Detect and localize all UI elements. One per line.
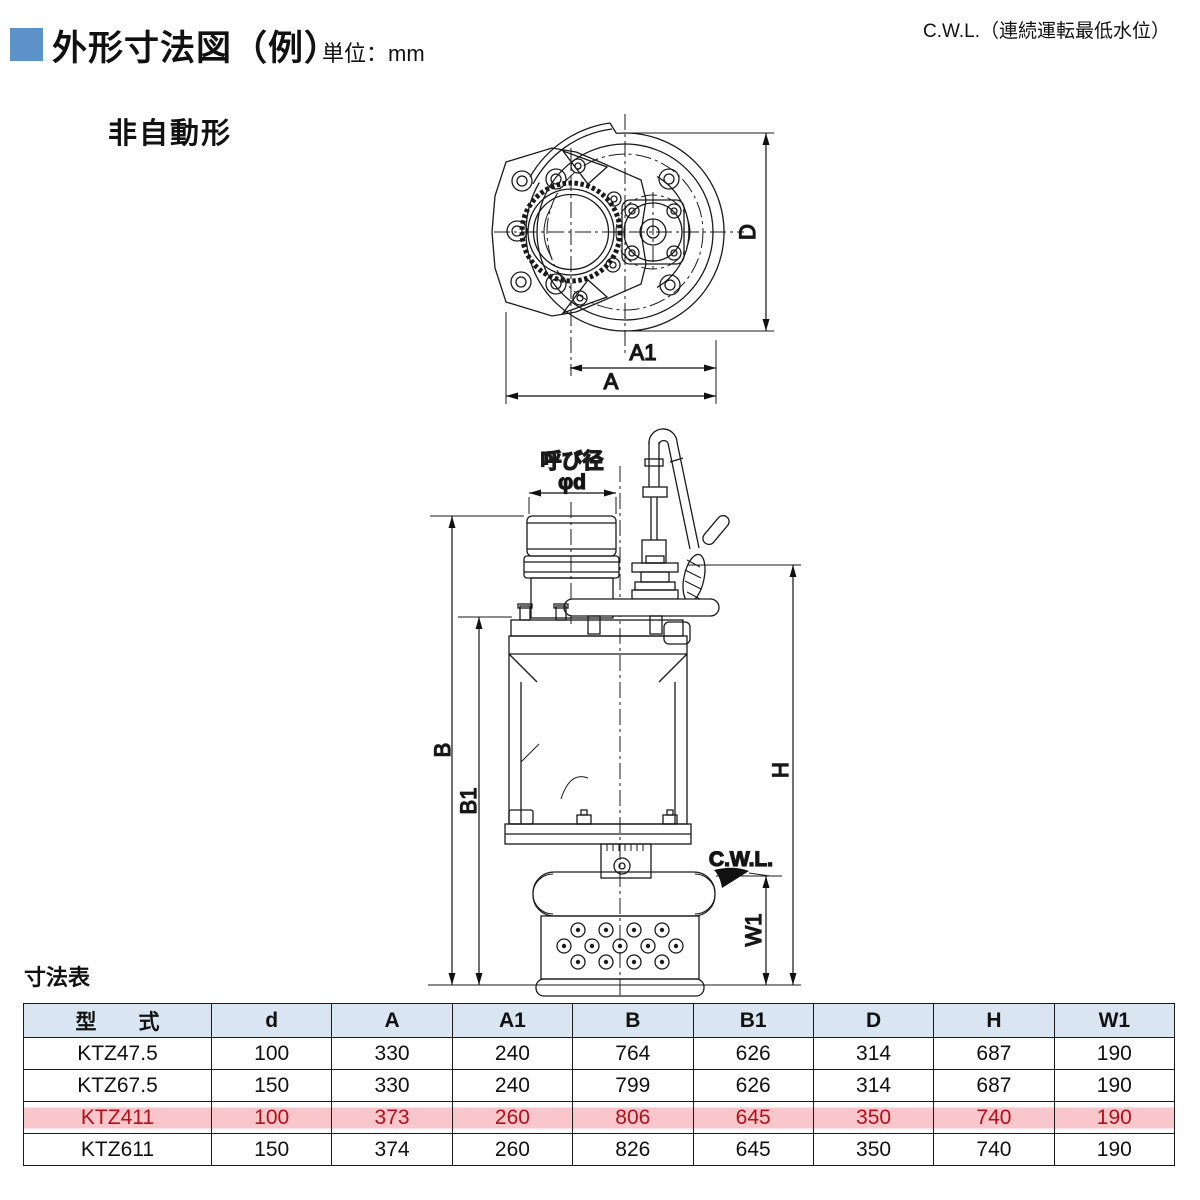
- dimension-table: 型 式 d A A1 B B1 D H W1 KTZ47.5 100 330 2…: [23, 1003, 1176, 1166]
- bore-dia-label: φd: [558, 471, 586, 494]
- page-title: 外形寸法図（例）: [52, 29, 341, 68]
- cwl-note: C.W.L.（連続運転最低水位）: [922, 21, 1170, 42]
- cell: 314: [812, 1069, 935, 1102]
- cell-model: KTZ611: [23, 1133, 212, 1166]
- cell: 190: [1053, 1037, 1176, 1070]
- cell: 150: [210, 1133, 333, 1166]
- cwl-label: C.W.L.: [709, 848, 773, 871]
- cell: 764: [572, 1037, 694, 1070]
- col-header-model: 型 式: [23, 1003, 212, 1038]
- cell: 740: [933, 1101, 1055, 1134]
- col-header-h: H: [933, 1003, 1055, 1038]
- cell: 330: [331, 1037, 453, 1070]
- cell: 190: [1053, 1133, 1176, 1166]
- cell: 100: [210, 1101, 333, 1134]
- col-header-dd: D: [812, 1003, 935, 1038]
- bore-label: 呼び径: [541, 449, 604, 473]
- table-header-row: 型 式 d A A1 B B1 D H W1: [23, 1003, 1176, 1038]
- cell: 826: [572, 1133, 694, 1166]
- cell: 190: [1053, 1069, 1176, 1102]
- cell-model: KTZ67.5: [23, 1069, 212, 1102]
- cell: 806: [572, 1101, 694, 1134]
- cell: 373: [331, 1101, 453, 1134]
- col-header-b: B: [572, 1003, 694, 1038]
- cell: 350: [812, 1101, 935, 1134]
- cell: 687: [933, 1037, 1055, 1070]
- technical-drawing: D A1 A: [428, 114, 801, 998]
- variant-label: 非自動形: [108, 118, 233, 150]
- cell-model: KTZ411: [23, 1101, 212, 1134]
- cwl-marker-icon: [714, 867, 749, 888]
- cell: 260: [451, 1133, 574, 1166]
- cell: 330: [331, 1069, 453, 1102]
- col-header-a1: A1: [451, 1003, 574, 1038]
- dim-label-a: A: [604, 369, 619, 394]
- cell: 740: [933, 1133, 1055, 1166]
- cell: 645: [692, 1101, 814, 1134]
- cell: 100: [210, 1037, 333, 1070]
- table-row-ktz47-5: KTZ47.5 100 330 240 764 626 314 687 190: [23, 1037, 1176, 1070]
- accent-square-icon: [10, 28, 43, 61]
- dim-label-h: H: [768, 762, 793, 778]
- cell: 314: [812, 1037, 935, 1070]
- col-header-b1: B1: [692, 1003, 814, 1038]
- pump-top-view: D A1 A: [491, 114, 774, 404]
- table-row-ktz67-5: KTZ67.5 150 330 240 799 626 314 687 190: [23, 1069, 1176, 1102]
- dim-label-a1: A1: [630, 340, 657, 365]
- dim-label-b1: B1: [456, 788, 481, 815]
- col-header-d: d: [210, 1003, 333, 1038]
- dim-label-w1: W1: [741, 914, 766, 947]
- cell: 626: [692, 1037, 814, 1070]
- table-row-ktz611: KTZ611 150 374 260 826 645 350 740 190: [23, 1133, 1176, 1166]
- cell: 626: [692, 1069, 814, 1102]
- table-caption: 寸法表: [24, 965, 91, 990]
- cell: 645: [692, 1133, 814, 1166]
- cell: 687: [933, 1069, 1055, 1102]
- unit-label: 単位：mm: [322, 41, 425, 66]
- cell: 240: [451, 1069, 574, 1102]
- cell: 190: [1053, 1101, 1176, 1134]
- dim-label-d: D: [735, 224, 760, 240]
- col-header-a: A: [331, 1003, 453, 1038]
- col-header-w1: W1: [1053, 1003, 1176, 1038]
- dim-label-b: B: [430, 743, 455, 758]
- cell: 374: [331, 1133, 453, 1166]
- cell: 150: [210, 1069, 333, 1102]
- cell-model: KTZ47.5: [23, 1037, 212, 1070]
- table-row-ktz411-highlighted: KTZ411 100 373 260 806 645 350 740 190: [23, 1101, 1176, 1134]
- pump-side-view: 呼び径 φd B B1 H W1 C.W.L.: [428, 428, 801, 998]
- cell: 240: [451, 1037, 574, 1070]
- cell: 799: [572, 1069, 694, 1102]
- cell: 260: [451, 1101, 574, 1134]
- cell: 350: [812, 1133, 935, 1166]
